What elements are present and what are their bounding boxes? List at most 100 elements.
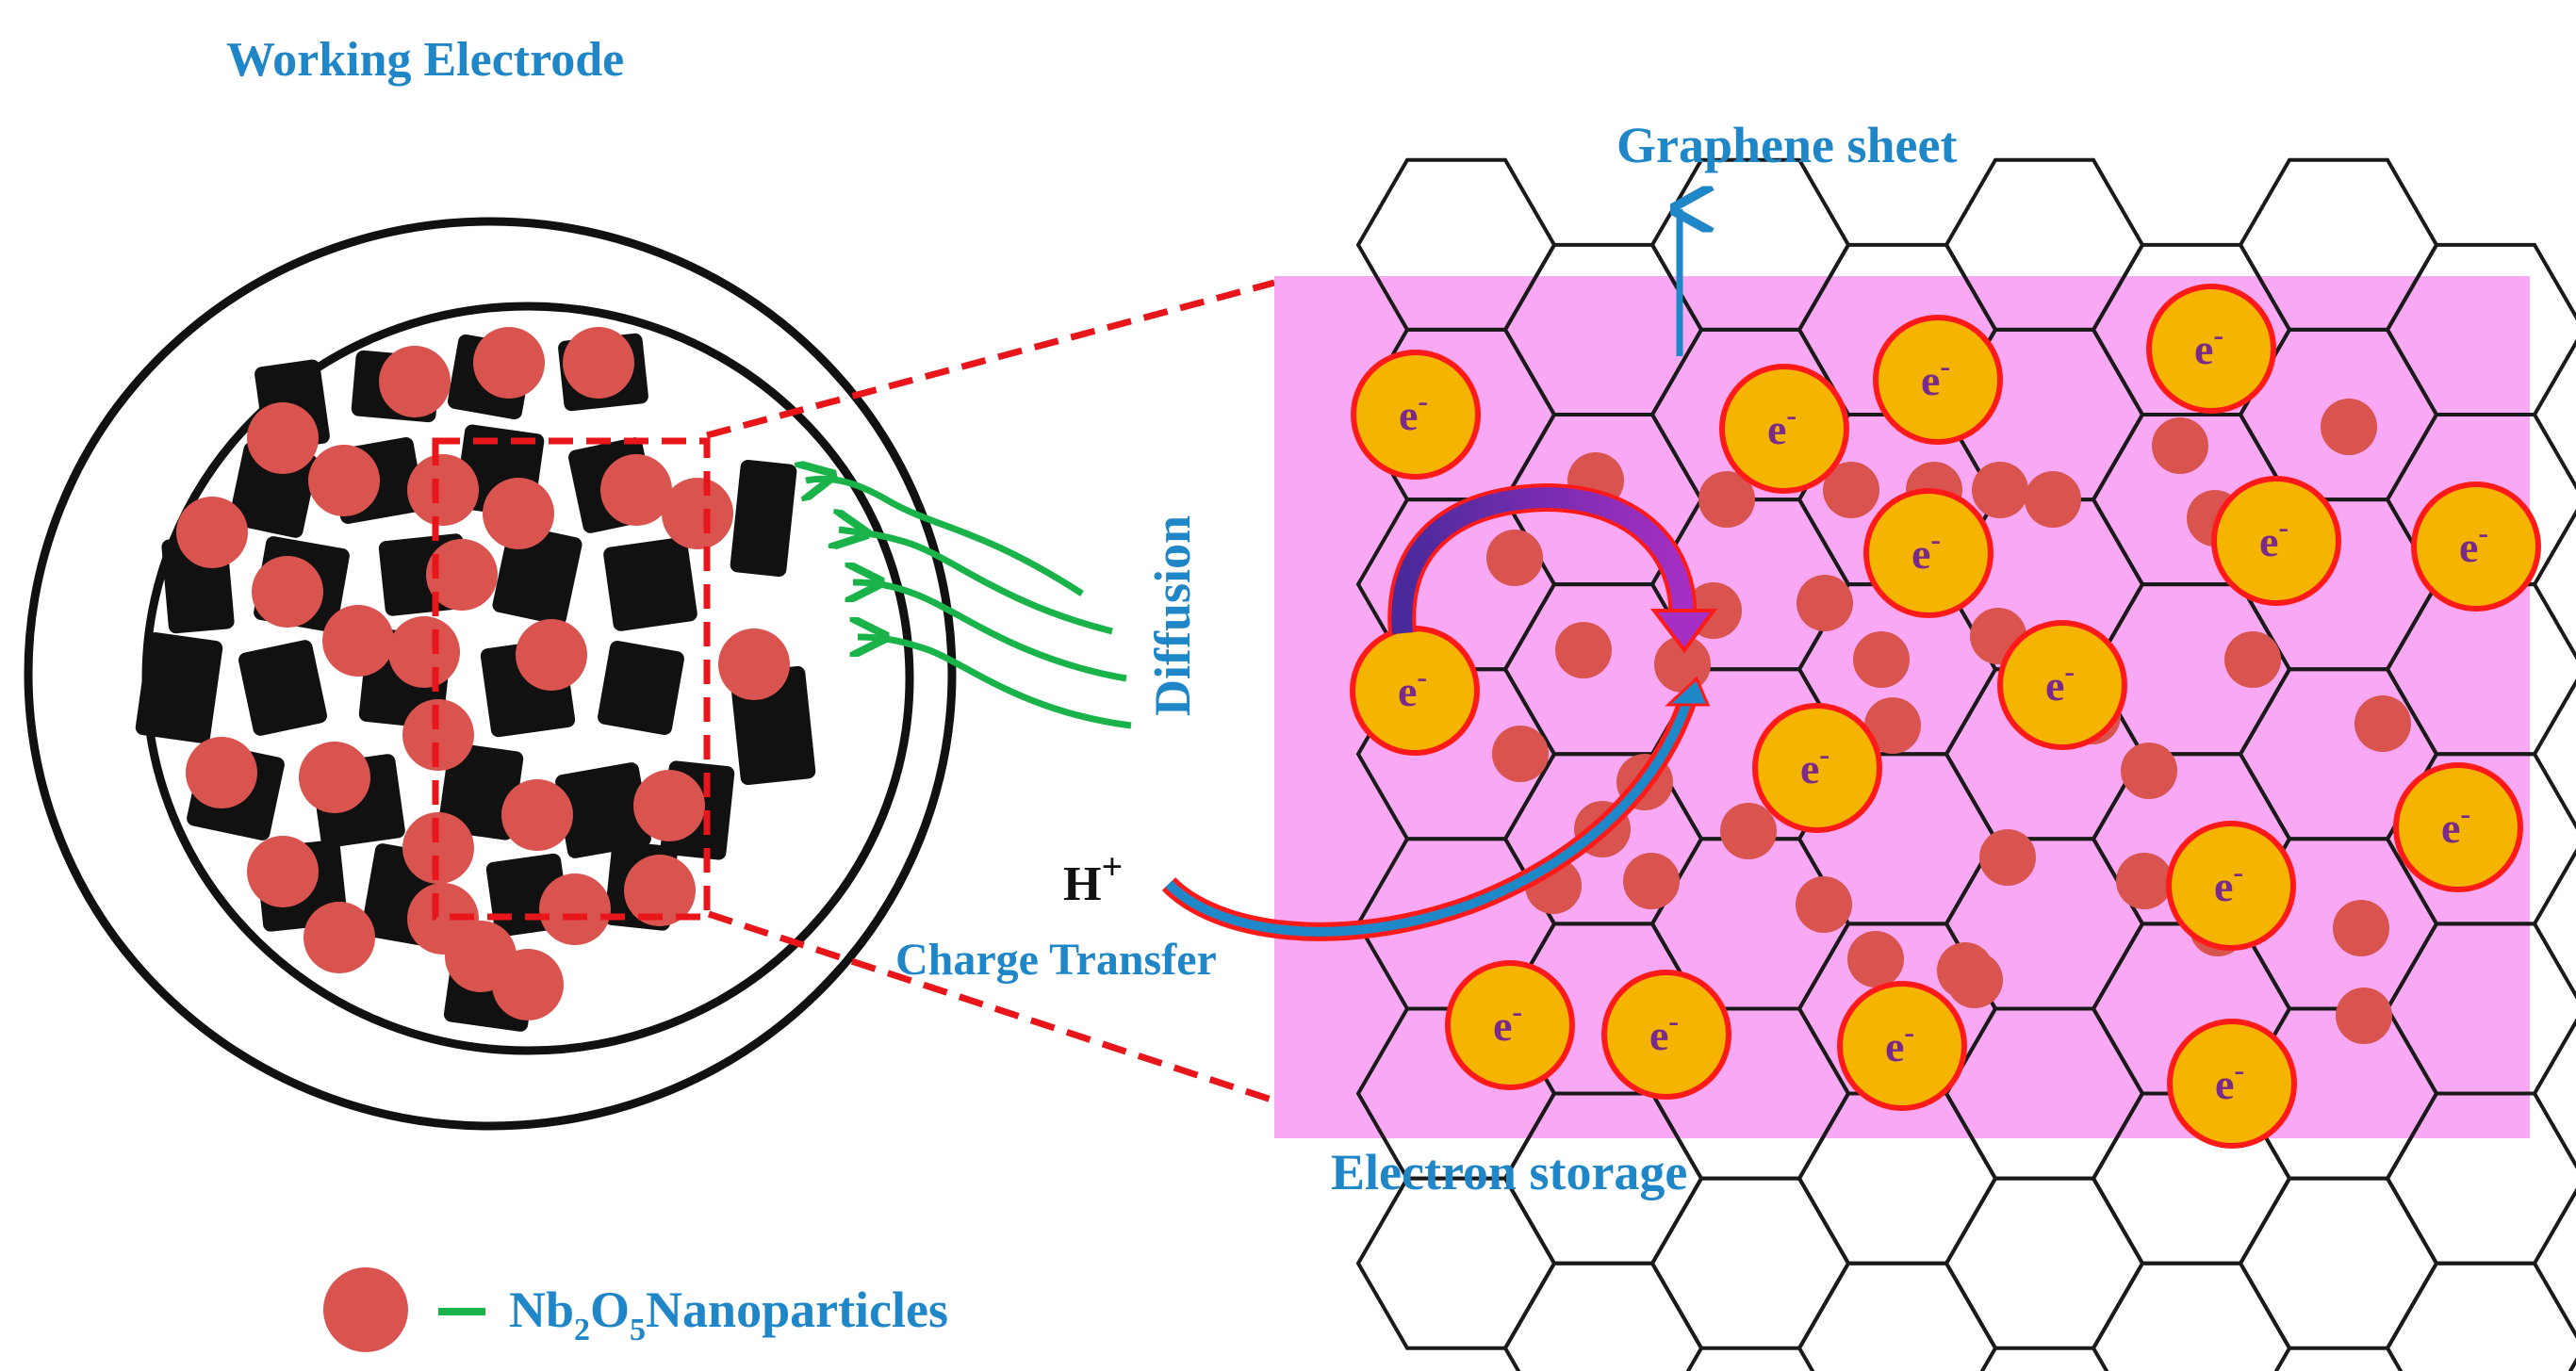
electron: e- [2167,1019,2297,1149]
nanoparticle [563,327,634,399]
zoom-line-bottom [707,910,1276,1104]
svg-text:e-: e- [2194,318,2223,373]
graphene-hexagon [2091,1261,2292,1371]
nanoparticle [1853,631,1910,688]
nanoparticle [2116,853,2173,909]
zoom-region-box [432,437,711,921]
svg-text:e-: e- [2459,515,2488,571]
nanoparticle [426,539,498,611]
nanoparticle [186,737,257,808]
nanoparticle [402,699,474,771]
electron: e- [1601,970,1731,1100]
electron: e- [1837,981,1967,1111]
svg-text:e-: e- [1767,398,1797,453]
nanoparticle [1972,462,2028,518]
nanoparticle [473,327,545,399]
stored-electrons: e-e-e-e-e-e-e-e-e-e-e-e-e-e-e-e- [1350,284,2541,1149]
nanoparticle [322,605,394,677]
nanoparticle [516,619,587,691]
electron: e- [2166,821,2296,951]
svg-text:e-: e- [1921,349,1950,404]
graphene-hexagon [2238,1176,2439,1350]
graphene-sheet-label: Graphene sheet [1616,117,1957,173]
nanoparticle [2224,631,2281,688]
nanoparticle [1864,697,1921,754]
graphene-panel: e-e-e-e-e-e-e-e-e-e-e-e-e-e-e-e- [1274,157,2576,1371]
hopping-arrow [1387,482,1717,654]
diffusion-arrow [806,479,1084,596]
nanoparticle [1720,803,1777,859]
electron: e- [2393,762,2523,892]
nanoparticle [1492,726,1549,782]
nanoparticle [252,556,323,628]
nanoparticle [1796,876,1852,933]
graphene-hexagon [1797,1261,1998,1371]
svg-text:e-: e- [2214,855,2243,910]
svg-text:e-: e- [1493,994,1522,1050]
diffusion-arrow [839,530,1113,635]
graphene-nanoparticles [1486,399,2411,1044]
carbon-flake [555,762,651,858]
nanoparticle [1823,462,1879,518]
nanoparticle [600,454,672,526]
working-electrode [24,217,957,1131]
nanoparticle [1486,530,1543,586]
electrode-material [135,327,816,1032]
graphene-hexagon [1355,1176,1557,1350]
nanoparticle [308,445,380,516]
diffusion-label: Diffusion [1144,515,1201,716]
legend-nanoparticle-swatch [323,1267,408,1352]
legend-label: Nb2O5Nanoparticles [509,1281,948,1347]
graphene-hexagon [1944,1176,2145,1350]
nanoparticle [407,454,479,526]
nanoparticle [247,402,319,474]
carbon-flake [238,640,327,736]
electron: e- [2211,476,2341,606]
graphene-hexagon [2385,1261,2576,1371]
svg-text:e-: e- [1800,737,1829,792]
carbon-flake [135,632,223,743]
carbon-flake [492,524,582,626]
working-electrode-label: Working Electrode [226,33,624,87]
nanoparticle [501,779,573,851]
nanoparticle [2121,743,2177,799]
electron: e- [1752,703,1882,833]
svg-text:e-: e- [2045,654,2075,710]
nanoparticle [1979,829,2036,886]
svg-text:e-: e- [1399,384,1428,439]
electron: e- [1719,364,1849,494]
svg-text:e-: e- [1911,522,1941,578]
nanoparticle [662,478,733,549]
nanoparticle [247,836,319,907]
charge-transfer-label: Charge Transfer [895,935,1217,985]
nanoparticle [2333,900,2389,956]
nanoparticle [718,628,790,700]
nanoparticle [2354,695,2411,752]
svg-text:e-: e- [1398,660,1427,715]
nanoparticle [304,902,375,973]
electron-storage-label: Electron storage [1331,1144,1687,1200]
nanoparticle [1847,931,1904,987]
legend: Nb2O5Nanoparticles [323,1267,948,1352]
electron: e- [1863,488,1994,618]
diffusion-arrow [853,582,1127,682]
electron: e- [1351,350,1481,480]
nanoparticle [176,497,248,568]
carbon-flake [598,641,684,735]
nanoparticle [299,742,370,813]
nanoparticle [633,770,705,841]
nanoparticle [379,346,451,417]
carbon-flake [603,537,697,631]
nanoparticle [1937,942,1994,999]
nanoparticle [483,478,554,549]
nanoparticle [539,873,611,945]
nanoparticle [388,616,460,688]
nanoparticle [624,855,696,926]
electron: e- [1997,620,2127,750]
electron: e- [1445,960,1575,1090]
zoom-line-top [706,279,1275,439]
nanoparticle [2336,987,2392,1044]
nanoparticle [1797,575,1853,631]
nanoparticle [492,949,564,1020]
